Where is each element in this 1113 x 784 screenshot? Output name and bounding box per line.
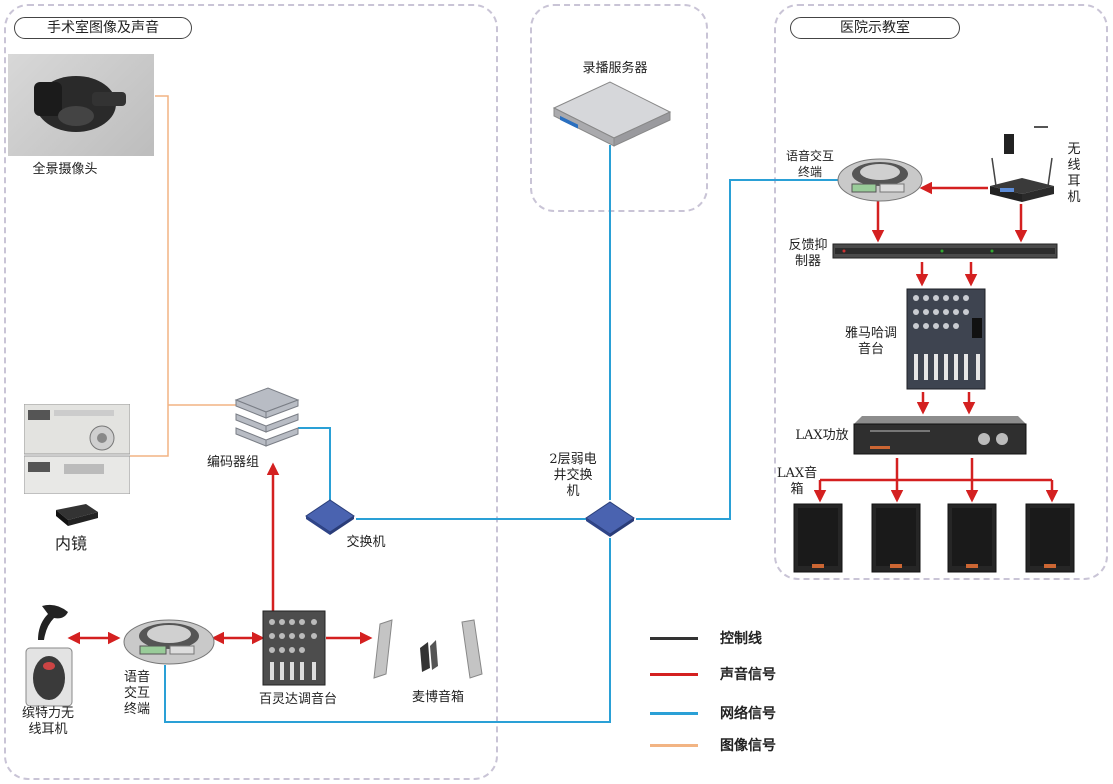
- legend-swatch-audio: [650, 673, 698, 676]
- net-weak-teach: [636, 179, 842, 520]
- encoder-group-label: 编码器组: [206, 455, 259, 470]
- behringer-mixer-icon: [262, 610, 326, 686]
- feedback-suppressor-label: 反馈抑 制器: [788, 238, 828, 269]
- or-voice-terminal-label: 语音 交互 终端: [123, 670, 150, 717]
- legend-label-control: 控制线: [720, 630, 762, 646]
- legend-label-network: 网络信号: [720, 705, 776, 721]
- wireless-mic-icon: [986, 124, 1058, 204]
- legend-label-audio: 声音信号: [720, 666, 776, 682]
- feedback-suppressor-icon: [832, 242, 1058, 262]
- legend-swatch-control: [650, 637, 698, 640]
- switch-icon: [304, 498, 356, 536]
- server-zone: [530, 4, 708, 212]
- rec-server-icon: [552, 78, 672, 148]
- rec-server-label: 录播服务器: [582, 61, 648, 76]
- teach-voice-terminal-icon: [836, 156, 924, 204]
- yamaha-mixer-label: 雅马哈调 音台: [844, 326, 897, 357]
- or-speakers-label: 麦博音箱: [411, 690, 464, 705]
- legend-swatch-video: [650, 744, 698, 747]
- or-headset-image: [24, 600, 74, 708]
- legend: 控制线 声音信号 网络信号 图像信号: [650, 628, 800, 758]
- lax-amp-label: LAX功放: [795, 428, 849, 443]
- panoramic-camera-image: [8, 54, 154, 156]
- yamaha-mixer-icon: [906, 288, 986, 390]
- weak-switch-icon: [584, 500, 636, 538]
- or-speakers-icon: [372, 618, 492, 680]
- lax-speaker-label: LAX音 箱: [776, 466, 818, 497]
- lax-speaker-2: [870, 502, 922, 574]
- encoder-group-icon: [234, 386, 300, 448]
- net-encoder-switch: [298, 427, 331, 500]
- teaching-room-zone: [774, 4, 1108, 580]
- legend-swatch-network: [650, 712, 698, 715]
- legend-label-video: 图像信号: [720, 737, 776, 753]
- weak-switch-label: 2层弱电 井交换 机: [549, 452, 597, 499]
- behringer-mixer-label: 百灵达调音台: [258, 692, 337, 707]
- lax-amp-icon: [852, 412, 1028, 458]
- lax-speaker-1: [792, 502, 844, 574]
- teaching-room-title: 医院示教室: [790, 17, 960, 39]
- panoramic-camera-label: 全景摄像头: [32, 162, 98, 177]
- endoscope-box-icon: [52, 500, 100, 526]
- net-weak-or-terminal: [164, 538, 611, 723]
- switch-label: 交换机: [346, 535, 386, 550]
- teach-voice-terminal-label: 语音交互 终端: [785, 149, 834, 179]
- lax-speaker-4: [1024, 502, 1076, 574]
- operating-room-title: 手术室图像及声音: [14, 17, 192, 39]
- lax-speaker-3: [946, 502, 998, 574]
- or-voice-terminal-icon: [122, 616, 216, 666]
- operating-room-zone: [4, 4, 498, 780]
- wireless-mic-label: 无 线 耳 机: [1067, 142, 1081, 205]
- video-line-camera: [130, 95, 169, 457]
- endoscope-label: 内镜: [54, 534, 87, 553]
- or-headset-label: 缤特力无 线耳机: [21, 706, 74, 737]
- endoscope-image: [23, 403, 131, 495]
